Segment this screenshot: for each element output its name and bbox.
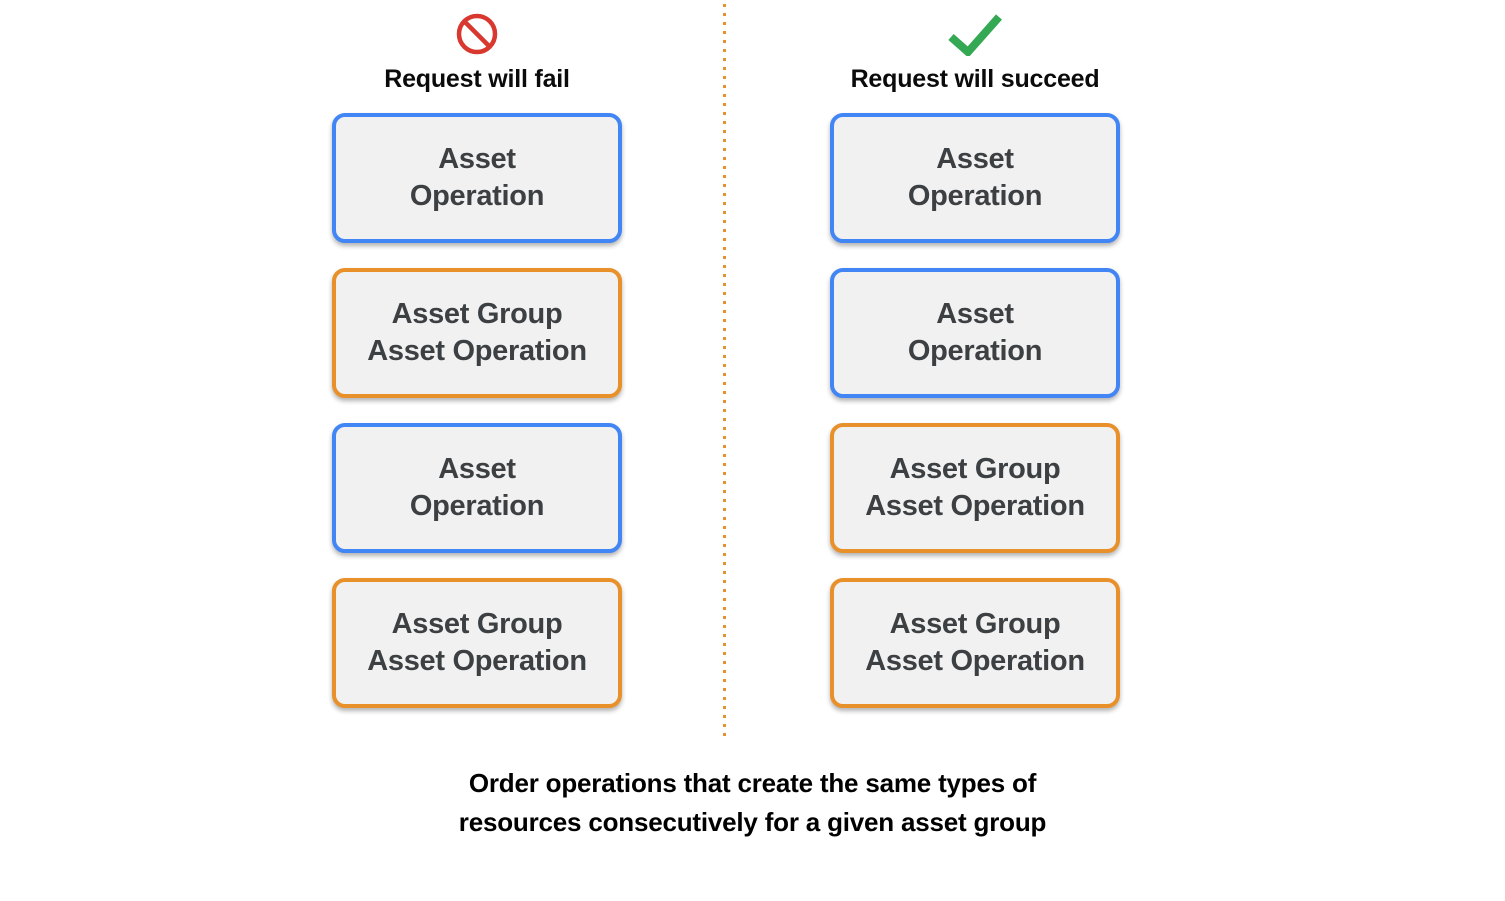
operation-box[interactable]: Asset Operation [830, 268, 1120, 398]
box-stack-fail: Asset Operation Asset Group Asset Operat… [332, 113, 622, 733]
operation-box[interactable]: Asset Group Asset Operation [332, 268, 622, 398]
operation-box[interactable]: Asset Group Asset Operation [830, 578, 1120, 708]
operation-box[interactable]: Asset Operation [830, 113, 1120, 243]
operation-box[interactable]: Asset Operation [332, 423, 622, 553]
operation-box-label: Asset Group Asset Operation [367, 298, 587, 367]
operation-box-label: Asset Operation [409, 143, 545, 212]
operation-box-label: Asset Group Asset Operation [865, 608, 1085, 677]
operation-box-label: Asset Group Asset Operation [865, 453, 1085, 522]
prohibition-icon [267, 12, 687, 62]
diagram-caption: Order operations that create the same ty… [458, 768, 1047, 837]
column-header-fail: Request will fail [267, 12, 687, 94]
operation-box[interactable]: Asset Group Asset Operation [830, 423, 1120, 553]
operation-box[interactable]: Asset Operation [332, 113, 622, 243]
box-stack-succeed: Asset Operation Asset Operation Asset Gr… [830, 113, 1120, 733]
checkmark-icon [765, 12, 1185, 62]
operation-box-label: Asset Group Asset Operation [367, 608, 587, 677]
column-header-succeed: Request will succeed [765, 12, 1185, 94]
column-title-succeed: Request will succeed [850, 65, 1100, 93]
operation-box-label: Asset Operation [907, 143, 1043, 212]
operation-box-label: Asset Operation [907, 298, 1043, 367]
operation-box-label: Asset Operation [409, 453, 545, 522]
vertical-dotted-divider [723, 4, 726, 736]
operation-box[interactable]: Asset Group Asset Operation [332, 578, 622, 708]
column-title-fail: Request will fail [384, 65, 570, 93]
